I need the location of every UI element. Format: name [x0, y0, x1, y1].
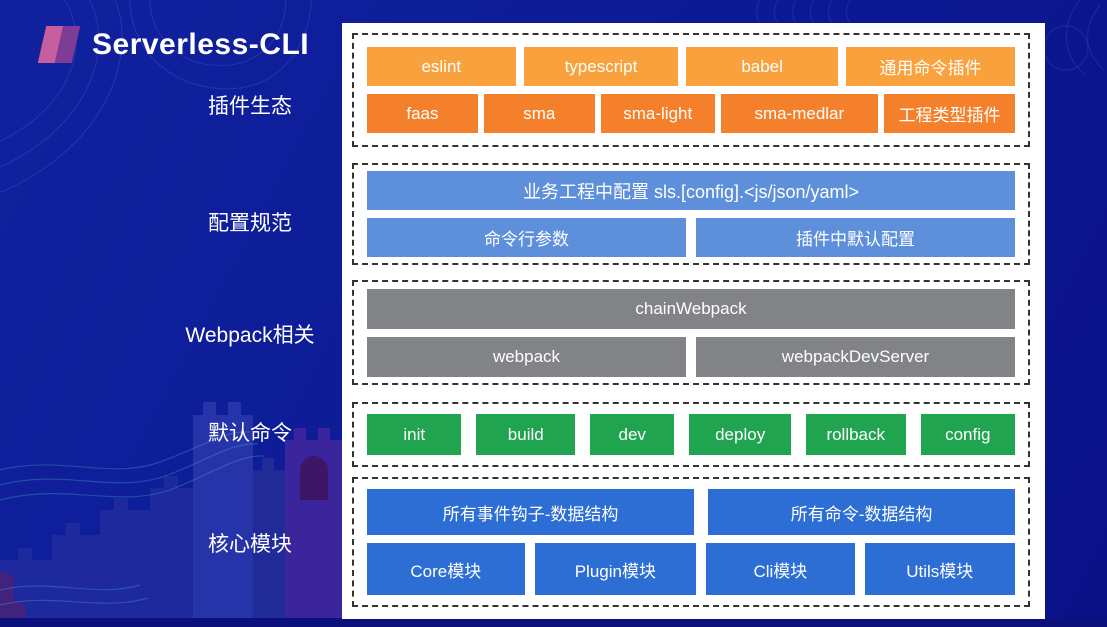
diagram-row: init build dev deploy rollback config — [367, 414, 1015, 455]
diagram-box: webpack — [367, 336, 686, 377]
section-label: 默认命令 — [208, 422, 292, 445]
diagram-box: eslint — [367, 47, 516, 86]
diagram-box: deploy — [689, 414, 791, 455]
diagram-box: sma — [483, 94, 595, 133]
diagram-row: 命令行参数插件中默认配置 — [367, 218, 1015, 257]
diagram-box: rollback — [805, 414, 906, 455]
diagram-box: 通用命令插件 — [845, 47, 1015, 86]
diagram-box: typescript — [523, 47, 679, 86]
diagram-row: chainWebpack — [367, 288, 1015, 329]
diagram-box: Cli模块 — [706, 543, 855, 595]
section-label: Webpack相关 — [185, 324, 315, 347]
diagram-box: babel — [686, 47, 838, 86]
section-label: 核心模块 — [208, 533, 292, 556]
diagram-box: 所有命令-数据结构 — [708, 489, 1015, 535]
diagram-box: 插件中默认配置 — [696, 218, 1015, 257]
diagram-box: init — [367, 414, 462, 455]
diagram-box: Utils模块 — [864, 543, 1015, 595]
page-title: Serverless-CLI — [92, 28, 310, 61]
header: Serverless-CLI — [37, 26, 310, 63]
bottom-accent-bar — [0, 618, 1107, 627]
diagram-box: build — [476, 414, 576, 455]
section-label: 配置规范 — [208, 212, 292, 235]
diagram-box: Core模块 — [367, 543, 525, 595]
section-box: init build dev deploy rollback config — [352, 402, 1030, 467]
section-label: 插件生态 — [208, 95, 292, 118]
great-wall-illustration — [0, 402, 342, 627]
contour-pattern-top-left — [0, 0, 312, 194]
section-box: 业务工程中配置 sls.[config].<js/json/yaml> 命令行参数… — [352, 163, 1030, 265]
diagram-box: 所有事件钩子-数据结构 — [367, 489, 695, 535]
diagram-box: sma-light — [600, 94, 715, 133]
diagram-row: 业务工程中配置 sls.[config].<js/json/yaml> — [367, 171, 1015, 210]
diagram-box: config — [920, 414, 1015, 455]
diagram-box: 命令行参数 — [367, 218, 686, 257]
diagram-box: webpackDevServer — [696, 336, 1015, 377]
serverless-cli-logo-icon — [37, 26, 81, 63]
diagram-box: dev — [590, 414, 675, 455]
diagram-box: 工程类型插件 — [883, 94, 1015, 133]
diagram-row: 所有事件钩子-数据结构所有命令-数据结构 — [367, 489, 1015, 535]
diagram-box: Plugin模块 — [534, 543, 697, 595]
diagram-box: faas — [367, 94, 478, 133]
diagram-box: sma-medlar — [720, 94, 878, 133]
diagram-box: 业务工程中配置 sls.[config].<js/json/yaml> — [367, 171, 1015, 210]
diagram-box: chainWebpack — [367, 288, 1015, 329]
